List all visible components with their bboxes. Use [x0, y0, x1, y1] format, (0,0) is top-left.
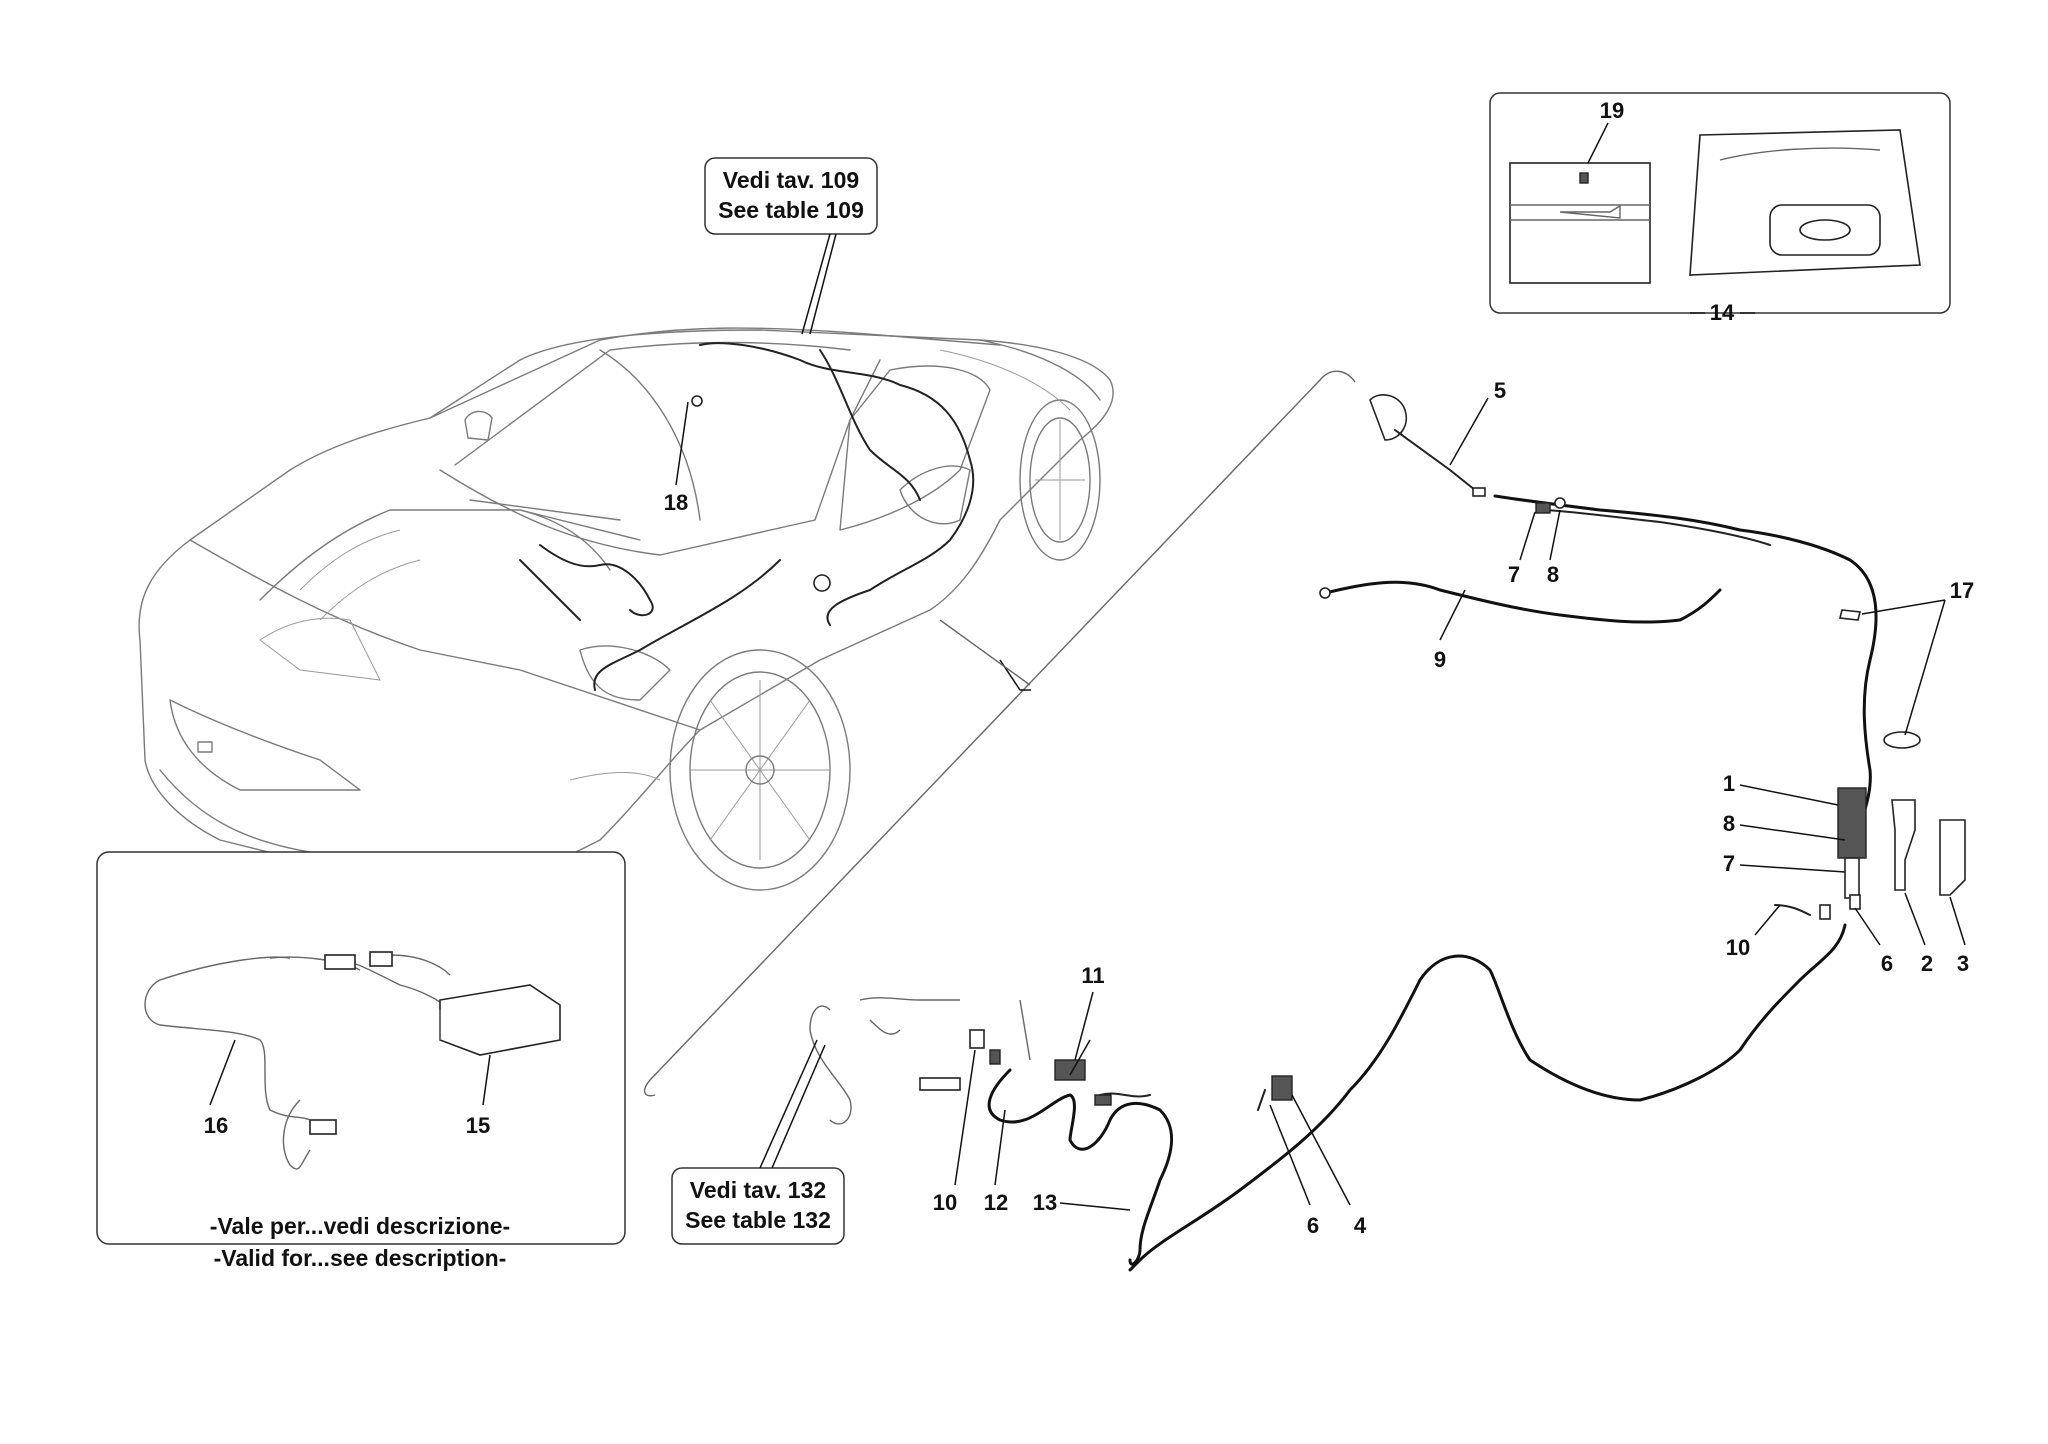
inset-gps-15-16: 16 15 -Vale per...vedi descrizione- -Val… [96, 851, 626, 1271]
part-label-8b: 8 [1723, 811, 1735, 836]
prancing-horse-badge-icon [197, 741, 213, 753]
part-label-19: 19 [1600, 98, 1624, 123]
part-label-5: 5 [1494, 378, 1506, 403]
callout-132-it: Vedi tav. 132 [690, 1177, 826, 1203]
car-illustration [138, 327, 1114, 891]
callout-132-en: See table 132 [685, 1207, 831, 1233]
part-label-1: 1 [1723, 771, 1735, 796]
part-label-4: 4 [1354, 1213, 1367, 1238]
car-wiring-harness [519, 342, 975, 691]
valid-for-en: -Valid for...see description- [214, 1245, 507, 1271]
part-label-3: 3 [1957, 951, 1969, 976]
part-label-12: 12 [984, 1190, 1008, 1215]
part-label-2: 2 [1921, 951, 1933, 976]
main-antenna-harness [1128, 394, 1966, 1272]
part-label-8a: 8 [1547, 562, 1559, 587]
part-label-18: 18 [664, 490, 688, 515]
part-label-9: 9 [1434, 647, 1446, 672]
inset-kit-14-19: 19 14 [1489, 92, 1951, 325]
part-label-15: 15 [466, 1113, 490, 1138]
part-label-10a: 10 [933, 1190, 957, 1215]
right-labels: 5 7 8 9 17 1 8 7 10 6 2 3 6 4 [1269, 378, 1974, 1238]
part-label-6a: 6 [1307, 1213, 1319, 1238]
separator-line [643, 370, 1356, 1097]
part-label-16: 16 [204, 1113, 228, 1138]
part-label-6b: 6 [1881, 951, 1893, 976]
part-label-7b: 7 [1723, 851, 1735, 876]
part-label-13: 13 [1033, 1190, 1057, 1215]
callout-109-it: Vedi tav. 109 [723, 167, 859, 193]
part-label-17: 17 [1950, 578, 1974, 603]
valid-for-it: -Vale per...vedi descrizione- [210, 1213, 510, 1239]
lower-harness: Vedi tav. 132 See table 132 11 10 12 13 [671, 963, 1174, 1266]
callout-109-en: See table 109 [718, 197, 864, 223]
part-label-7a: 7 [1508, 562, 1520, 587]
part-label-11: 11 [1081, 963, 1104, 988]
part-label-14: 14 [1710, 300, 1735, 325]
callout-table-109: Vedi tav. 109 See table 109 [704, 157, 878, 335]
part-label-10b: 10 [1726, 935, 1750, 960]
